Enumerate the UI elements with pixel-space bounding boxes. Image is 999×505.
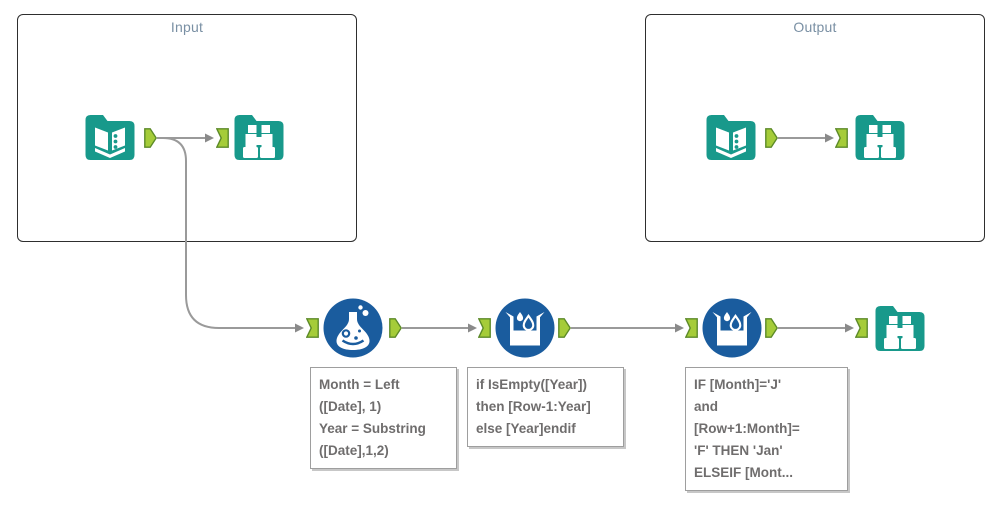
annotation-formula[interactable]: Month = Left ([Date], 1) Year = Substrin… [310, 367, 457, 469]
binoculars-icon [234, 115, 284, 160]
wire-arrowhead [295, 323, 304, 333]
output-anchor[interactable] [765, 128, 779, 148]
input-data-tool-1[interactable] [82, 106, 138, 164]
multi-row-formula-tool-1[interactable] [495, 298, 555, 358]
wire-arrowhead [675, 323, 684, 333]
binoculars-icon [855, 115, 905, 160]
water-drops-icon [495, 298, 555, 358]
wire-arrowhead [468, 323, 477, 333]
input-anchor[interactable] [684, 318, 698, 338]
wire-arrowhead [845, 323, 854, 333]
open-book-icon [706, 115, 756, 160]
input-anchor[interactable] [215, 128, 229, 148]
tool-container-output[interactable]: Output [645, 14, 985, 242]
flask-icon [323, 298, 383, 358]
annotation-line: [Row+1:Month]= [694, 421, 800, 436]
annotation-line: IF [Month]='J' [694, 377, 782, 392]
output-anchor[interactable] [144, 128, 158, 148]
annotation-line: then [Row-1:Year] [476, 399, 591, 414]
container-label-input: Input [170, 19, 204, 35]
annotation-multirow2[interactable]: IF [Month]='J' and [Row+1:Month]= 'F' TH… [685, 367, 848, 491]
output-anchor[interactable] [558, 318, 572, 338]
annotation-line: ([Date],1,2) [319, 443, 389, 458]
multi-row-formula-tool-2[interactable] [702, 298, 762, 358]
input-anchor[interactable] [834, 128, 848, 148]
input-anchor[interactable] [854, 318, 868, 338]
output-anchor[interactable] [765, 318, 779, 338]
browse-tool-3[interactable] [872, 297, 928, 355]
browse-tool-1[interactable] [231, 106, 287, 164]
container-label-output: Output [793, 19, 837, 35]
input-data-tool-2[interactable] [703, 106, 759, 164]
annotation-line: and [694, 399, 719, 414]
open-book-icon [85, 115, 135, 160]
formula-tool[interactable] [323, 298, 383, 358]
annotation-line: if IsEmpty([Year]) [476, 377, 588, 392]
water-drops-icon [702, 298, 762, 358]
input-anchor[interactable] [477, 318, 491, 338]
annotation-line: Month = Left [319, 377, 400, 392]
input-anchor[interactable] [305, 318, 319, 338]
annotation-line: else [Year]endif [476, 421, 576, 436]
output-anchor[interactable] [389, 318, 403, 338]
binoculars-icon [875, 306, 925, 351]
wire-arrowhead [825, 133, 834, 143]
annotation-line: ELSEIF [Mont... [694, 465, 793, 480]
browse-tool-2[interactable] [852, 106, 908, 164]
annotation-line: 'F' THEN 'Jan' [694, 443, 783, 458]
annotation-line: Year = Substring [319, 421, 426, 436]
annotation-multirow1[interactable]: if IsEmpty([Year]) then [Row-1:Year] els… [467, 367, 624, 447]
wire-input-to-formula[interactable] [157, 137, 295, 329]
wire-arrowhead [205, 133, 214, 143]
annotation-line: ([Date], 1) [319, 399, 382, 414]
